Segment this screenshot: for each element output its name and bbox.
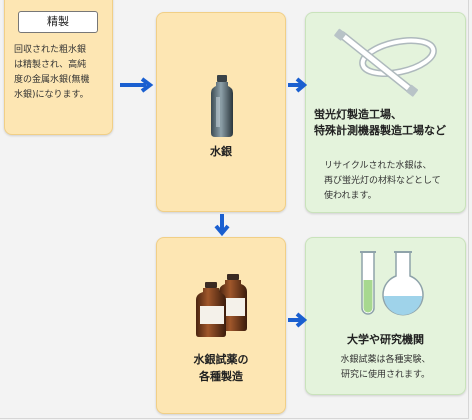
refine-desc-line: 回収された粗水銀 xyxy=(14,45,87,55)
university-desc-line: 水銀試薬は各種実験、 xyxy=(340,355,431,365)
reagent-label: 水銀試薬の 各種製造 xyxy=(157,351,285,385)
refine-desc-line: 水銀)になります。 xyxy=(14,90,89,100)
reagent-bottles-icon xyxy=(196,274,247,337)
arrow-right-icon xyxy=(288,77,307,93)
factory-title: 蛍光灯製造工場、 特殊計測機器製造工場など xyxy=(314,107,446,139)
factory-description: リサイクルされた水銀は、 再び蛍光灯の材料などとして 使われます。 xyxy=(324,159,441,204)
factory-desc-line: リサイクルされた水銀は、 xyxy=(324,161,432,171)
refine-desc-line: 度の金属水銀(無機 xyxy=(14,75,90,85)
arrow-right-icon xyxy=(288,312,307,328)
factory-desc-line: 再び蛍光灯の材料などとして xyxy=(324,176,441,186)
mercury-box: 水銀 xyxy=(156,12,286,212)
factory-desc-line: 使われます。 xyxy=(324,191,377,201)
university-title: 大学や研究機関 xyxy=(347,333,424,346)
refine-title: 精製 xyxy=(18,11,98,33)
reagent-label-line: 水銀試薬の xyxy=(193,353,249,366)
university-description: 水銀試薬は各種実験、 研究に使用されます。 xyxy=(306,353,465,383)
factory-title-line: 特殊計測機器製造工場など xyxy=(314,124,446,137)
university-box: 大学や研究機関 水銀試薬は各種実験、 研究に使用されます。 xyxy=(305,237,466,395)
university-desc-line: 研究に使用されます。 xyxy=(340,370,431,380)
refine-description: 回収された粗水銀 は精製され、高純 度の金属水銀(無機 水銀)になります。 xyxy=(14,43,110,103)
factory-title-line: 蛍光灯製造工場、 xyxy=(314,108,402,121)
lab-glassware-icon xyxy=(360,251,424,316)
reagent-box: 水銀試薬の 各種製造 xyxy=(156,237,286,414)
refine-step-box: 精製 回収された粗水銀 は精製され、高純 度の金属水銀(無機 水銀)になります。 xyxy=(4,0,113,135)
reagent-label-line: 各種製造 xyxy=(199,370,243,383)
factory-box: 蛍光灯製造工場、 特殊計測機器製造工場など リサイクルされた水銀は、 再び蛍光灯… xyxy=(305,12,466,213)
mercury-bottle-icon xyxy=(211,75,233,137)
arrow-down-icon xyxy=(214,214,230,237)
arrow-right-icon xyxy=(120,77,154,93)
refine-desc-line: は精製され、高純 xyxy=(14,60,87,70)
mercury-label: 水銀 xyxy=(210,145,232,158)
fluorescent-lamps-icon xyxy=(334,28,437,97)
